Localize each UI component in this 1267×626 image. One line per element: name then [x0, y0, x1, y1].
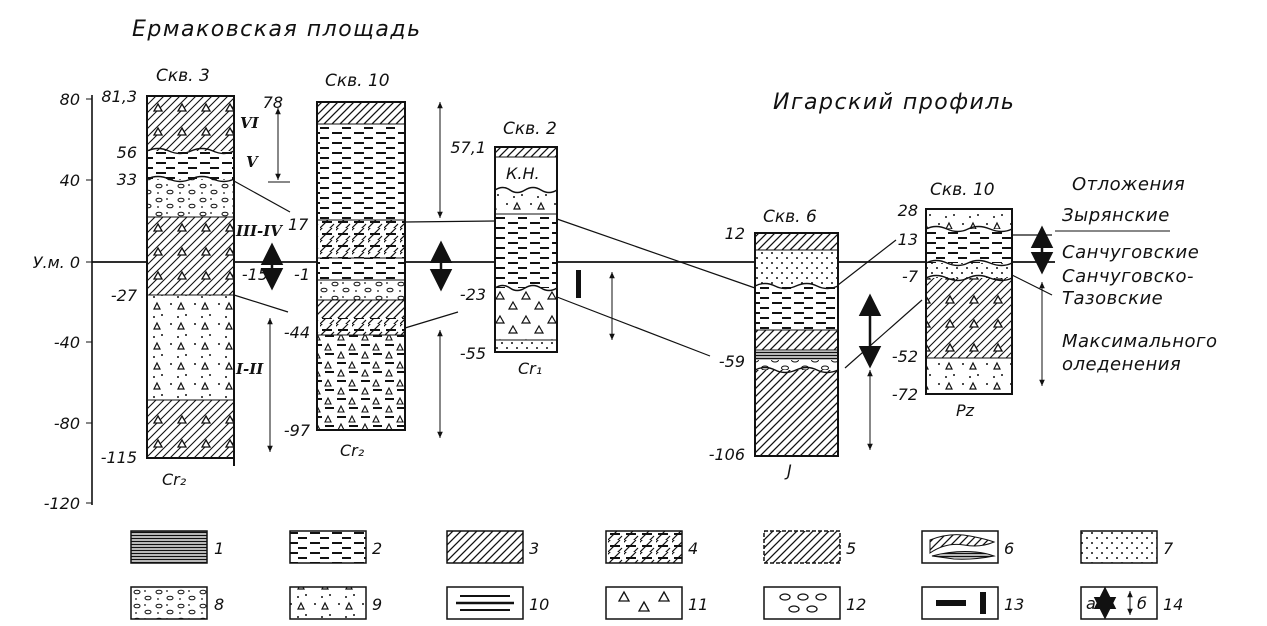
unit-label: VI: [240, 114, 260, 132]
elevation-mark: 17: [288, 215, 309, 234]
well-label: Скв. 2: [503, 119, 557, 139]
elevation-mark: 78: [263, 93, 283, 112]
legend-number: 6: [1004, 539, 1014, 558]
legend-swatch-10: [447, 587, 523, 619]
elevation-mark: -23: [460, 285, 486, 304]
deposit-label: Максимального: [1062, 331, 1218, 352]
legend-number: 1: [214, 539, 224, 558]
legend-number: 2: [372, 539, 382, 558]
title-igarka: Игарский профиль: [773, 90, 1015, 115]
elevation-mark: 56: [117, 143, 137, 162]
axis-tick: 80: [60, 90, 80, 109]
elevation-mark: -44: [284, 323, 310, 342]
legend-letter-b: б: [1137, 594, 1147, 613]
deposit-label: Санчуговские: [1062, 242, 1199, 263]
deposit-label: Тазовские: [1062, 288, 1163, 309]
deposit-label: оледенения: [1062, 354, 1181, 375]
legend-number: 13: [1004, 595, 1024, 614]
legend-swatch-6: [922, 531, 998, 563]
elevation-mark: 12: [725, 224, 745, 243]
legend: 1 2 3 4 5 6 7 8 9 10 11: [131, 531, 1183, 619]
elevation-mark: -106: [709, 445, 745, 464]
elevation-mark: 81,3: [101, 87, 137, 106]
legend-letter-a: а: [1086, 594, 1096, 613]
well-3: Скв. 3 81,3 56 33 -27 -115 Cr₂ 17 -15 VI…: [101, 66, 309, 489]
elevation-axis: 80 40 У.м. 0 -40 -80 -120: [33, 90, 92, 513]
elevation-mark: -7: [902, 267, 919, 286]
legend-number: 9: [372, 595, 382, 614]
unit-label: III-IV: [235, 222, 283, 240]
well-base: Cr₁: [518, 359, 542, 378]
deposit-label: Санчуговско-: [1062, 266, 1194, 287]
legend-number: 11: [688, 595, 708, 614]
well-base: Pz: [956, 401, 975, 420]
title-ermakov: Ермаковская площадь: [132, 17, 422, 42]
legend-number: 10: [529, 595, 549, 614]
axis-tick: -120: [44, 494, 80, 513]
legend-number: 4: [688, 539, 698, 558]
well-base: J: [784, 461, 792, 480]
elevation-mark: -27: [111, 286, 138, 305]
elevation-mark: 57,1: [450, 138, 486, 157]
elevation-mark: -1: [294, 265, 310, 284]
unit-label: V: [246, 153, 259, 171]
well-label: Скв. 6: [763, 207, 817, 227]
well-6: Скв. 6 12 -59 -106 J: [709, 207, 870, 480]
well-base: Cr₂: [340, 441, 365, 460]
well-label: Скв. 3: [156, 66, 210, 86]
well-base: Cr₂: [162, 470, 187, 489]
axis-tick: У.м. 0: [33, 253, 80, 272]
legend-number: 12: [846, 595, 866, 614]
legend-number: 7: [1163, 539, 1174, 558]
elevation-mark: -115: [101, 448, 137, 467]
elevation-mark: 28: [898, 201, 918, 220]
elevation-mark: -55: [460, 344, 486, 363]
legend-swatch-13: [922, 587, 998, 619]
axis-tick: -40: [54, 333, 80, 352]
well-label: Скв. 10: [325, 71, 390, 91]
legend-swatch-14: а б: [1081, 587, 1157, 619]
elevation-mark: -15: [242, 265, 268, 284]
deposits-heading: Отложения: [1072, 174, 1185, 195]
elevation-mark: -59: [719, 352, 745, 371]
well-10-ermakov: Скв. 10 78 -1 -44 -97 Cr₂: [263, 71, 441, 460]
axis-tick: 40: [60, 171, 80, 190]
elevation-mark: 13: [898, 230, 918, 249]
legend-number: 8: [214, 595, 224, 614]
legend-number: 5: [846, 539, 856, 558]
elevation-mark: -97: [284, 421, 311, 440]
well-10-igarka: Скв. 10 28 13 -7 -52 -72 Pz: [892, 180, 1042, 420]
well-2: Скв. 2 К.Н. 57,1 -23 -55 Cr₁: [450, 119, 612, 378]
elevation-mark: -72: [892, 385, 918, 404]
axis-tick: -80: [54, 414, 80, 433]
legend-swatch-11: [606, 587, 682, 619]
legend-number: 14: [1163, 595, 1183, 614]
elevation-mark: 33: [117, 170, 137, 189]
well-label: Скв. 10: [930, 180, 995, 200]
layer-note: К.Н.: [506, 164, 540, 183]
unit-label: I-II: [235, 360, 264, 378]
elevation-mark: -52: [892, 347, 918, 366]
legend-swatch-12: [764, 587, 840, 619]
legend-number: 3: [529, 539, 539, 558]
deposit-label: Зырянские: [1062, 205, 1170, 226]
deposits-key: Отложения Зырянские Санчуговские Санчуго…: [1055, 174, 1218, 375]
